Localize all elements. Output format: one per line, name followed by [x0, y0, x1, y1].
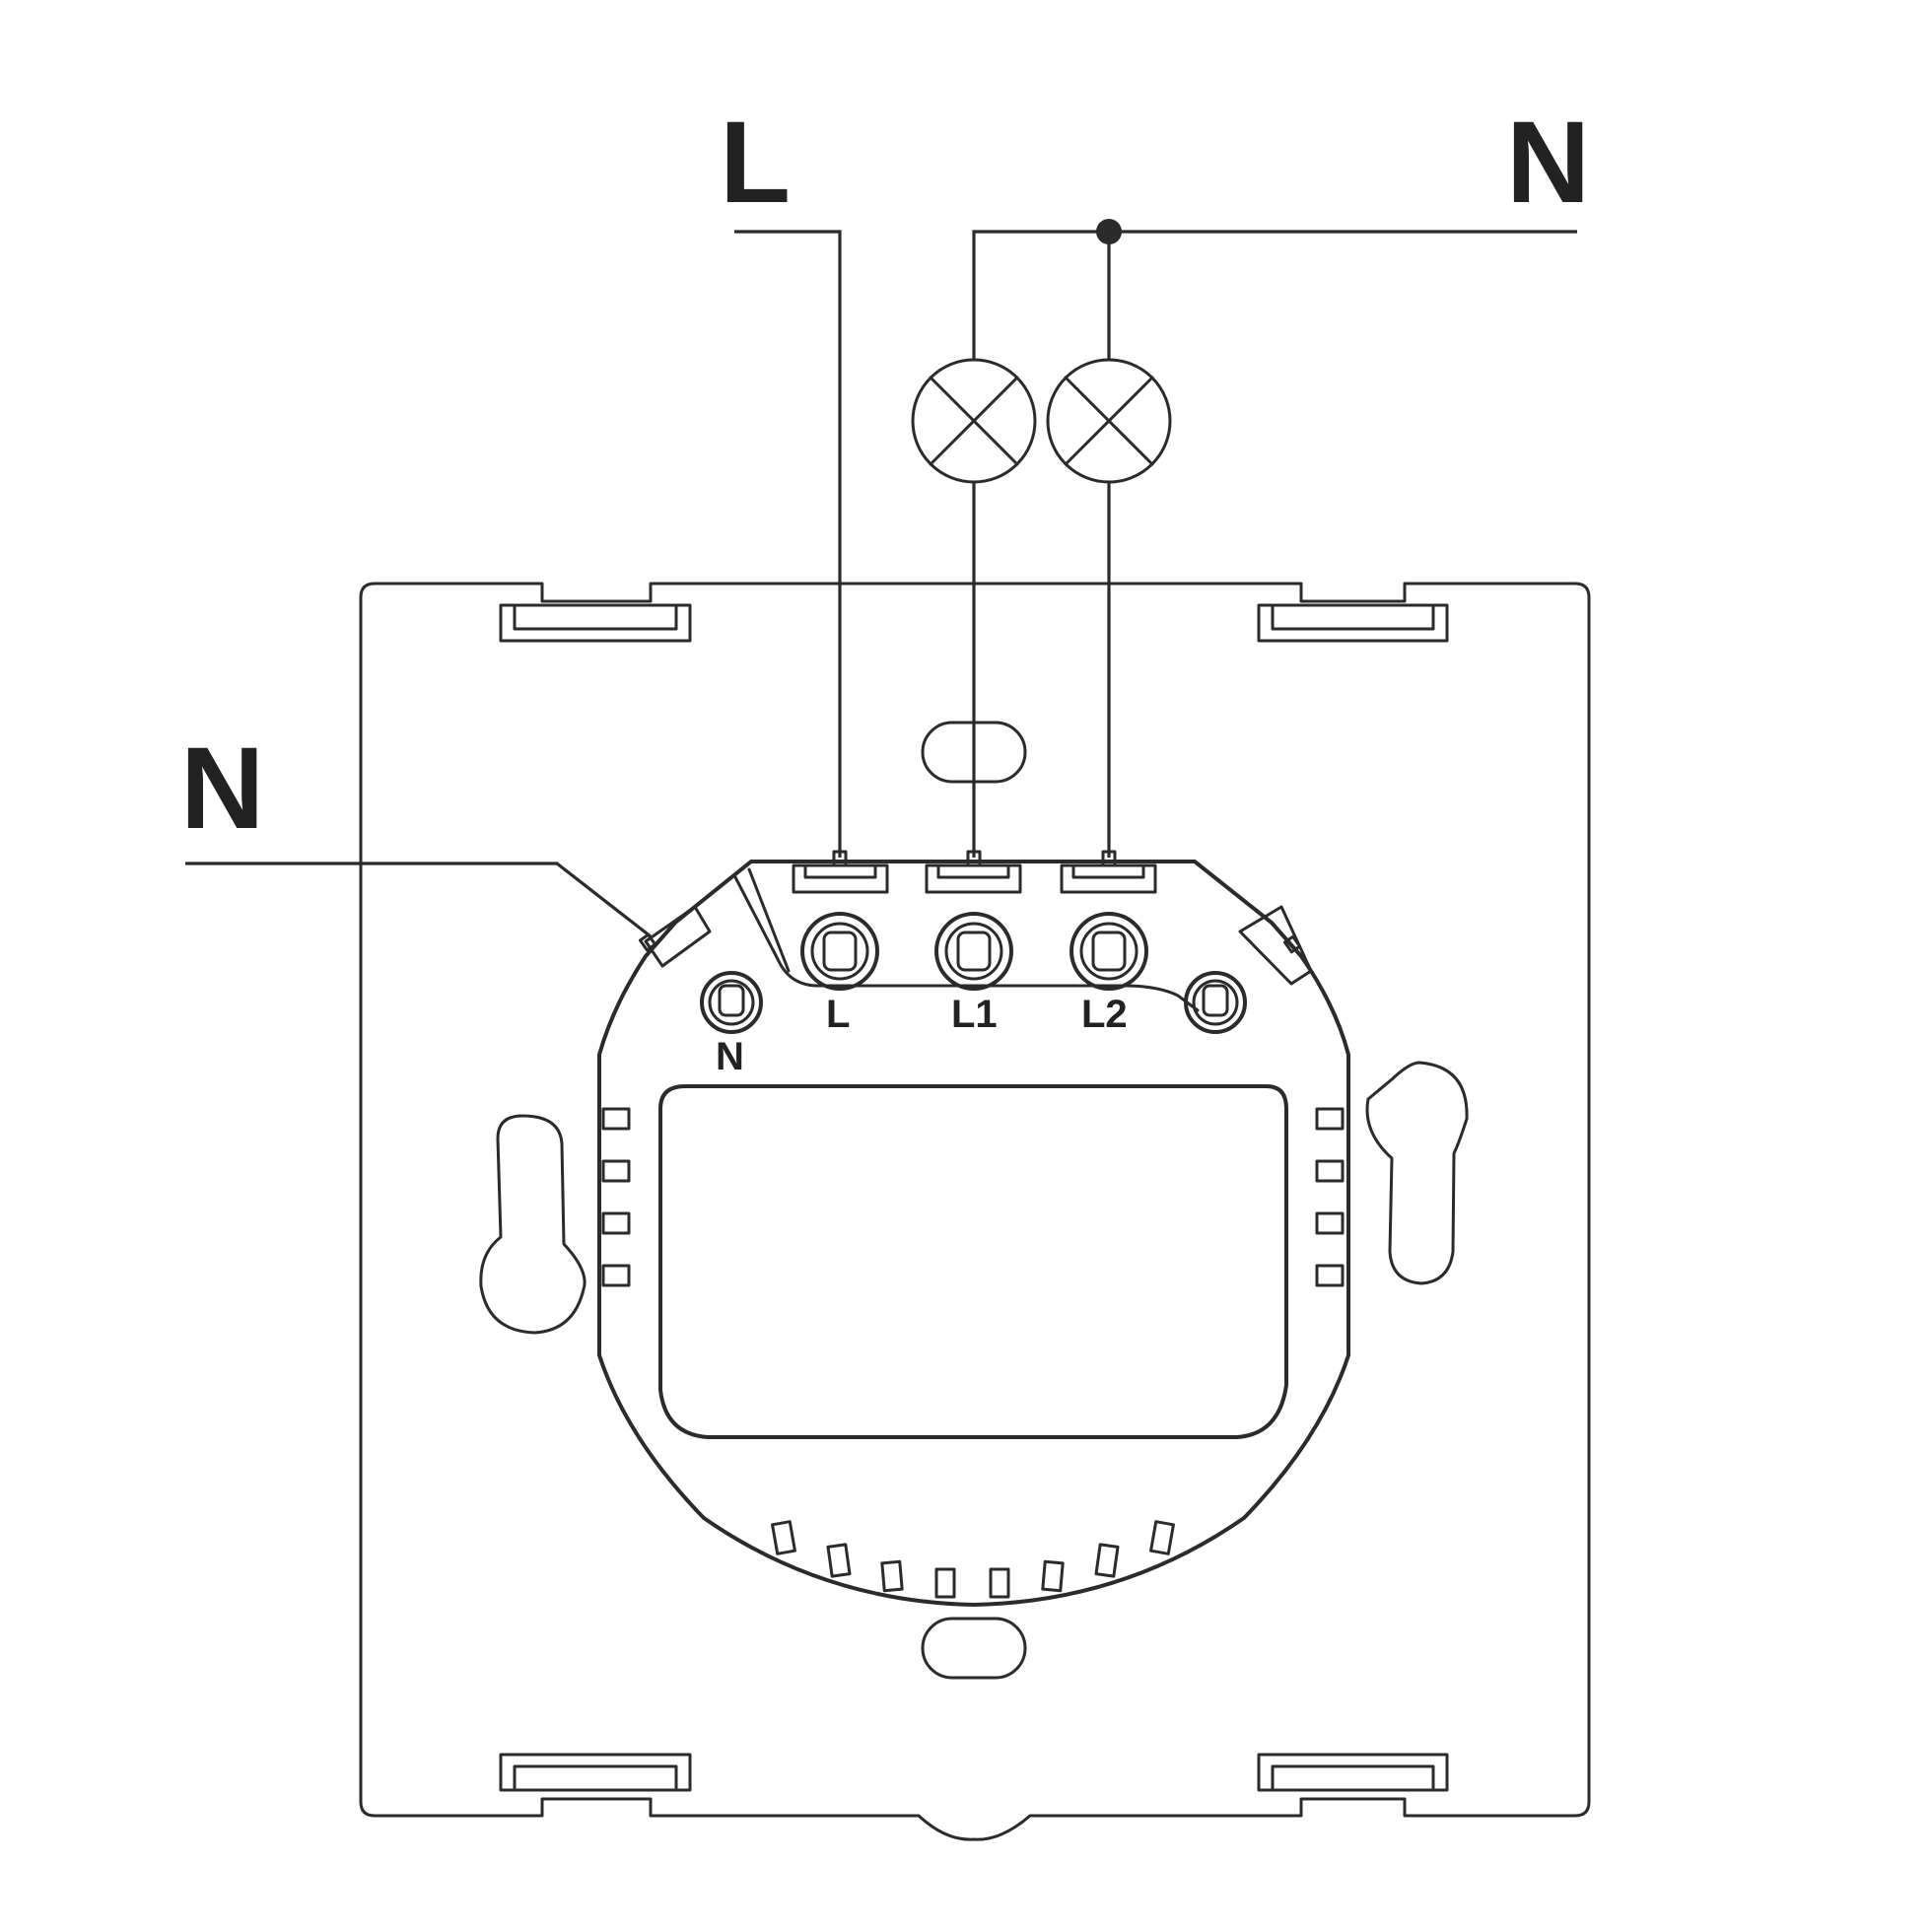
supply-live-label: L — [720, 98, 791, 228]
screw-n-icon — [700, 971, 763, 1034]
lamp-1-icon — [911, 358, 1037, 484]
right-keyhole — [1365, 1061, 1469, 1285]
supply-neutral-label: N — [1506, 98, 1590, 228]
screw-l2-icon — [1070, 912, 1148, 991]
top-right-slot — [1257, 603, 1449, 643]
terminal-l1-clamp — [925, 850, 1022, 894]
terminal-l-label: L — [826, 993, 850, 1036]
terminal-block — [732, 873, 1200, 1012]
left-vent-slots — [601, 1107, 631, 1287]
terminal-right-clamp — [1238, 905, 1313, 986]
center-window — [658, 1084, 1288, 1439]
bottom-right-slot — [1257, 1753, 1449, 1792]
terminal-l1-label: L1 — [951, 993, 998, 1036]
top-left-slot — [499, 603, 692, 643]
top-screw-hole — [921, 721, 1027, 784]
module-body — [597, 860, 1350, 1608]
screw-l-icon — [800, 912, 879, 991]
terminal-l2-label: L2 — [1081, 993, 1128, 1036]
terminal-divider — [747, 867, 791, 973]
switch-neutral-wire — [185, 862, 652, 938]
bottom-screw-hole — [921, 1617, 1027, 1680]
neutral-supply-wire — [972, 230, 1577, 360]
left-keyhole — [479, 1114, 586, 1335]
switch-neutral-label: N — [180, 724, 264, 854]
bottom-vent-slots — [771, 1520, 1175, 1599]
screw-l1-icon — [934, 912, 1013, 991]
screw-right-icon — [1184, 971, 1247, 1034]
terminal-n-label: N — [716, 1035, 744, 1078]
terminal-l-clamp — [792, 850, 889, 894]
terminal-l2-clamp — [1060, 850, 1157, 894]
live-wire — [734, 230, 842, 858]
terminal-n-clamp — [638, 905, 712, 968]
back-plate — [359, 582, 1591, 1841]
right-vent-slots — [1315, 1107, 1345, 1287]
lamp-2-icon — [1046, 358, 1172, 484]
bottom-left-slot — [499, 1753, 692, 1792]
